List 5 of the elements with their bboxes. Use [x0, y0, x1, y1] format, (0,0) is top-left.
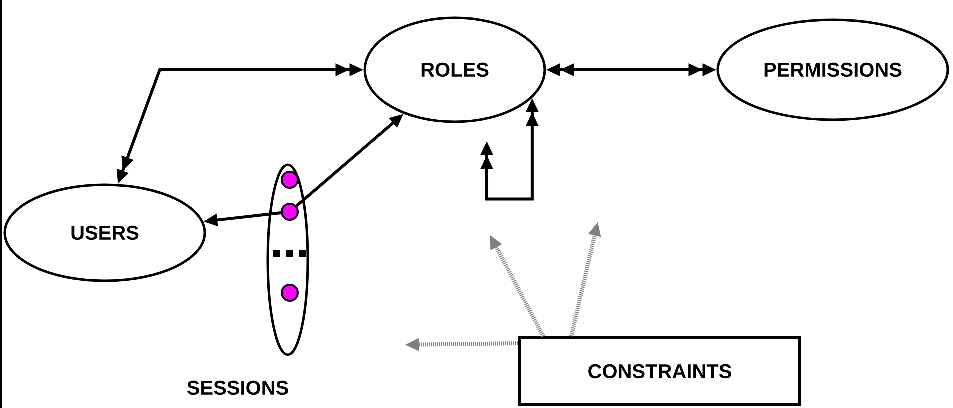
session-dot — [281, 203, 299, 221]
session-label: SESSIONS — [187, 380, 288, 396]
session-dot — [281, 171, 299, 189]
constraint-box: CONSTRAINTS — [518, 336, 802, 406]
session-dot — [281, 284, 299, 302]
